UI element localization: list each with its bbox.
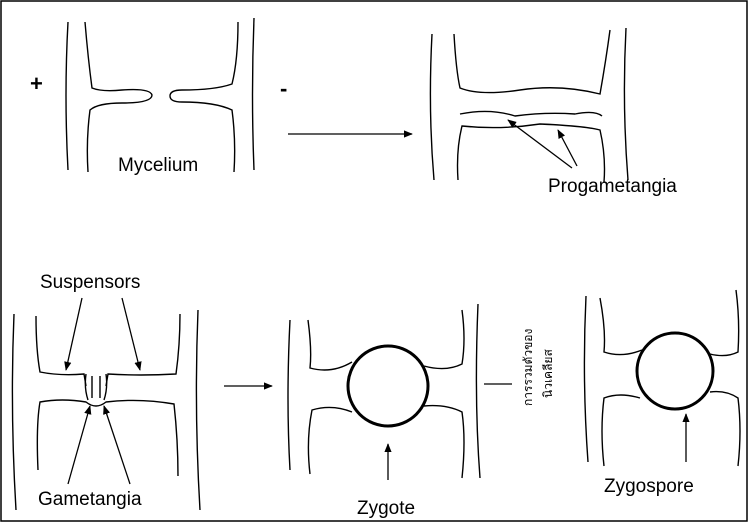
suspensors-label: Suspensors bbox=[40, 272, 140, 293]
zygote-circle bbox=[348, 346, 428, 426]
suspensors-bottom-wall bbox=[37, 400, 178, 476]
progametangia-bottom-wall bbox=[458, 124, 605, 182]
stage-progametangia: Progametangia bbox=[430, 28, 677, 197]
zygote-label: Zygote bbox=[357, 498, 415, 519]
right-hypha-outer-wall bbox=[253, 18, 255, 170]
suspensor-pointer-right bbox=[122, 298, 140, 370]
left-hypha-outer-wall bbox=[288, 320, 290, 470]
progametangia-pointer-right bbox=[558, 130, 577, 166]
stage-gametangia: Suspensors Gametangia bbox=[12, 272, 200, 510]
progametangia-fusion-line bbox=[460, 111, 602, 116]
minus-mating-type-sign: - bbox=[280, 76, 287, 101]
progametangia-top-wall bbox=[454, 30, 610, 94]
annotation-line-2: นิวเคลียส bbox=[541, 349, 555, 398]
gametangia-septa bbox=[85, 374, 106, 400]
progametangia-pointer-left bbox=[508, 120, 572, 168]
zygospore-label: Zygospore bbox=[604, 476, 694, 497]
suspensor-pointer-left bbox=[66, 298, 82, 370]
left-hypha-outer-wall bbox=[66, 22, 68, 170]
annotation-line-1: การรวมตัวของ bbox=[521, 329, 535, 406]
left-hypha-outer-wall bbox=[12, 314, 16, 510]
left-hypha-outer-wall bbox=[430, 34, 434, 180]
left-suspensor-wall bbox=[308, 320, 352, 474]
right-hypha-outer-wall bbox=[476, 304, 480, 478]
stage-zygote: Zygote bbox=[288, 304, 480, 519]
right-hypha-outer-wall bbox=[624, 28, 628, 180]
right-hypha-inner-wall bbox=[170, 22, 238, 172]
gametangia-label: Gametangia bbox=[38, 489, 142, 510]
gametangium-pointer-left bbox=[68, 406, 90, 484]
stage-mycelium: + - Mycelium bbox=[30, 18, 287, 176]
right-suspensor-wall bbox=[424, 310, 464, 478]
gametangium-pointer-right bbox=[104, 406, 130, 484]
progametangia-label: Progametangia bbox=[548, 176, 677, 197]
plus-mating-type-sign: + bbox=[30, 71, 43, 96]
left-hypha-inner-wall bbox=[85, 22, 152, 172]
suspensors-top-wall bbox=[36, 314, 180, 386]
mycelium-label: Mycelium bbox=[118, 155, 198, 176]
zygospore-circle bbox=[637, 333, 713, 409]
left-suspensor-wall bbox=[600, 298, 642, 466]
right-suspensor-wall bbox=[710, 290, 740, 466]
left-hypha-outer-wall bbox=[584, 296, 588, 462]
right-hypha-outer-wall bbox=[196, 310, 200, 510]
stage-zygospore: Zygospore bbox=[584, 290, 740, 497]
nuclear-fusion-annotation: การรวมตัวของ นิวเคลียส bbox=[521, 329, 555, 406]
